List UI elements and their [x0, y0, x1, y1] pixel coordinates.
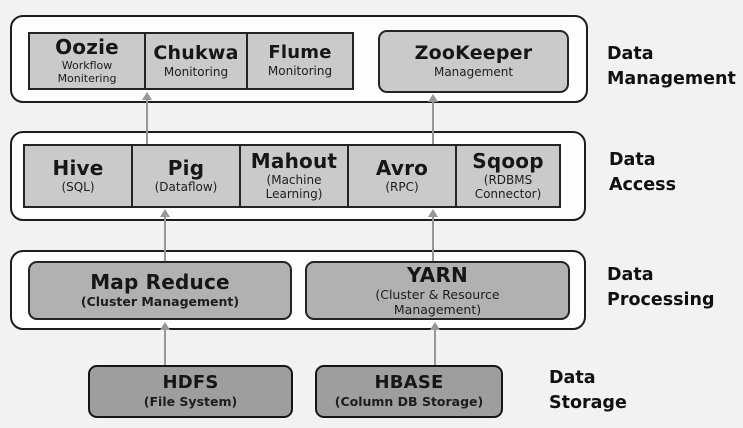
management-box-row: Oozie Workflow Monitering Chukwa Monitor…: [28, 32, 354, 90]
component-oozie: Oozie Workflow Monitering: [28, 32, 146, 90]
component-subtitle: (RPC): [385, 180, 419, 195]
component-subtitle: Monitoring: [267, 64, 333, 78]
flow-arrow-hdfs-to-mapreduce: [159, 322, 171, 365]
component-zookeeper: ZooKeeper Management: [378, 30, 569, 93]
component-subtitle: (Column DB Storage): [334, 394, 484, 410]
component-subtitle: (Cluster & Resource Management): [375, 287, 500, 317]
component-avro: Avro (RPC): [347, 144, 457, 208]
component-title: YARN: [407, 263, 468, 288]
component-hdfs: HDFS (File System): [88, 365, 293, 418]
tier-label-data-access: Data Access: [609, 150, 676, 196]
component-title: HBASE: [374, 372, 444, 394]
component-flume: Flume Monitoring: [246, 32, 354, 90]
tier-label-data-storage: Data Storage: [549, 368, 627, 414]
access-box-row: Hive (SQL) Pig (Dataflow) Mahout (Machin…: [23, 144, 561, 208]
component-hbase: HBASE (Column DB Storage): [315, 365, 503, 418]
component-subtitle: Monitoring: [163, 64, 229, 79]
component-subtitle: (SQL): [61, 180, 95, 195]
component-title: HDFS: [162, 372, 219, 394]
component-mahout: Mahout (Machine Learning): [239, 144, 349, 208]
component-map-reduce: Map Reduce (Cluster Management): [28, 261, 292, 320]
component-hive: Hive (SQL): [23, 144, 133, 208]
flow-arrow-access-to-management-left: [141, 92, 153, 144]
component-title: Chukwa: [153, 41, 239, 64]
component-subtitle: Workflow Monitering: [57, 59, 117, 85]
component-subtitle: Management: [433, 65, 514, 80]
component-title: Sqoop: [472, 149, 544, 174]
component-subtitle: (Machine Learning): [265, 173, 323, 201]
component-title: Avro: [375, 156, 429, 181]
flow-arrow-mapreduce-to-pig: [159, 209, 171, 261]
component-title: Oozie: [55, 35, 119, 60]
component-subtitle: (RDBMS Connector): [474, 173, 542, 201]
tier-label-data-management: Data Management: [607, 44, 736, 90]
flow-arrow-yarn-to-avro: [427, 209, 439, 261]
component-title: Mahout: [250, 149, 338, 174]
component-title: Flume: [268, 42, 332, 64]
component-title: Pig: [167, 156, 205, 181]
component-title: Hive: [52, 156, 104, 181]
flow-arrow-hbase-to-yarn: [429, 322, 441, 365]
tier-label-data-processing: Data Processing: [607, 265, 715, 311]
component-subtitle: (Dataflow): [154, 180, 218, 195]
component-yarn: YARN (Cluster & Resource Management): [305, 261, 570, 320]
component-subtitle: (Cluster Management): [80, 294, 240, 310]
component-title: Map Reduce: [90, 270, 230, 295]
component-sqoop: Sqoop (RDBMS Connector): [455, 144, 561, 208]
component-subtitle: (File System): [143, 394, 238, 410]
component-chukwa: Chukwa Monitoring: [144, 32, 248, 90]
component-title: ZooKeeper: [414, 42, 533, 65]
component-pig: Pig (Dataflow): [131, 144, 241, 208]
flow-arrow-access-to-zookeeper: [427, 94, 439, 144]
